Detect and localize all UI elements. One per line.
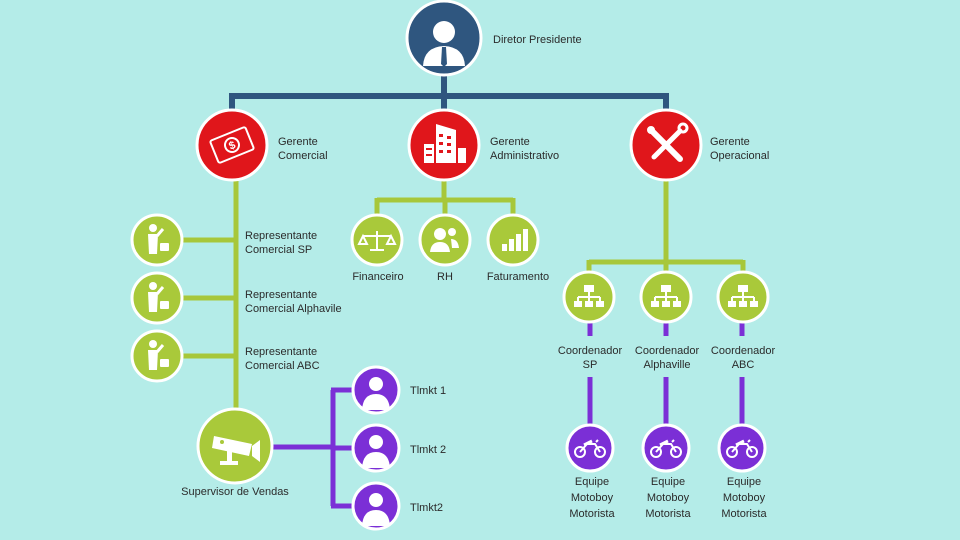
- representative-label-line2: Comercial Alphavile: [245, 303, 342, 315]
- team-label-line1: Equipe: [650, 476, 686, 488]
- telemarketing-label-3: Tlmkt2: [410, 502, 443, 514]
- connectors-purple: [270, 319, 745, 509]
- salesperson-icon: [148, 340, 169, 370]
- team-label-sp: Equipe Motoboy Motorista: [569, 474, 614, 522]
- manager-label-line1: Gerente: [278, 136, 318, 148]
- admin-unit-financeiro: [350, 213, 404, 267]
- manager-label-line2: Administrativo: [490, 150, 560, 162]
- manager-label-administrativo: Gerente Administrativo: [490, 135, 559, 163]
- motorcycle-icon: [574, 439, 606, 458]
- org-chart-icon: [574, 285, 604, 307]
- representative-label-line2: Comercial ABC: [245, 360, 320, 372]
- representative-label-sp: Representante Comercial SP: [245, 229, 317, 257]
- team-label-line2: Motoboy: [570, 492, 614, 504]
- director-node: [405, 0, 483, 77]
- manager-label-line1: Gerente: [490, 136, 530, 148]
- wrench-screwdriver-icon: [647, 122, 689, 162]
- coordinator-label-line2: SP: [582, 359, 598, 371]
- manager-node-operacional: [629, 108, 703, 182]
- telemarketing-label-1: Tlmkt 1: [410, 385, 447, 397]
- manager-node-administrativo: [407, 108, 481, 182]
- salesperson-icon: [148, 224, 169, 254]
- representative-label-alphavile: Representante Comercial Alphavile: [245, 288, 342, 316]
- admin-label-financeiro: Financeiro: [352, 271, 404, 283]
- team-label-line3: Motorista: [569, 508, 615, 520]
- coordinator-label-line2: Alphaville: [643, 359, 691, 371]
- person-icon: [362, 377, 390, 410]
- manager-label-line2: Operacional: [710, 150, 770, 162]
- team-label-line2: Motoboy: [646, 492, 690, 504]
- person-icon: [362, 493, 390, 526]
- coordinator-label-line1: Coordenador: [710, 345, 776, 357]
- connectors-green: [180, 172, 746, 415]
- manager-label-line2: Comercial: [278, 150, 328, 162]
- team-label-line1: Equipe: [574, 476, 610, 488]
- security-camera-icon: [212, 436, 260, 465]
- team-label-line3: Motorista: [645, 508, 691, 520]
- scale-icon: [357, 231, 397, 251]
- team-label-abc: Equipe Motoboy Motorista: [721, 474, 766, 522]
- coordinator-label-line1: Coordenador: [557, 345, 623, 357]
- people-icon: [430, 228, 459, 252]
- telemarketing-label-2: Tlmkt 2: [410, 444, 447, 456]
- admin-label-faturamento: Faturamento: [486, 271, 550, 283]
- salesperson-icon: [148, 282, 169, 312]
- team-label-line1: Equipe: [726, 476, 762, 488]
- coordinator-label-sp: Coordenador SP: [558, 344, 622, 372]
- manager-node-comercial: $: [195, 108, 269, 182]
- motorcycle-icon: [726, 439, 758, 458]
- manager-label-operacional: Gerente Operacional: [710, 135, 769, 163]
- money-bill-icon: $: [209, 126, 255, 164]
- supervisor-node: [196, 407, 274, 485]
- admin-label-rh: RH: [437, 271, 453, 283]
- team-label-alphaville: Equipe Motoboy Motorista: [645, 474, 690, 522]
- coordinator-label-alphaville: Coordenador Alphaville: [635, 344, 699, 372]
- manager-label-line1: Gerente: [710, 136, 750, 148]
- director-label: Diretor Presidente: [493, 34, 582, 46]
- org-chart-icon: [728, 285, 758, 307]
- team-nodes: [565, 423, 767, 473]
- motorcycle-icon: [650, 439, 682, 458]
- person-icon: [362, 435, 390, 468]
- coordinator-label-line1: Coordenador: [634, 345, 700, 357]
- manager-label-comercial: Gerente Comercial: [278, 135, 328, 163]
- office-building-icon: [424, 124, 466, 163]
- representative-label-line1: Representante: [245, 289, 318, 301]
- svg-text:$: $: [227, 139, 237, 152]
- representative-label-abc: Representante Comercial ABC: [245, 345, 320, 373]
- executive-person-icon: [423, 21, 465, 67]
- representative-label-line2: Comercial SP: [245, 244, 313, 256]
- team-label-line2: Motoboy: [722, 492, 766, 504]
- supervisor-label: Supervisor de Vendas: [181, 486, 289, 498]
- representative-label-line1: Representante: [245, 230, 318, 242]
- admin-unit-rh: [418, 213, 472, 267]
- admin-unit-faturamento: [486, 213, 540, 267]
- bar-chart-icon: [502, 229, 528, 251]
- coordinator-label-abc: Coordenador ABC: [711, 344, 775, 372]
- team-label-line3: Motorista: [721, 508, 767, 520]
- org-chart-icon: [651, 285, 681, 307]
- representative-label-line1: Representante: [245, 346, 318, 358]
- coordinator-label-line2: ABC: [731, 359, 755, 371]
